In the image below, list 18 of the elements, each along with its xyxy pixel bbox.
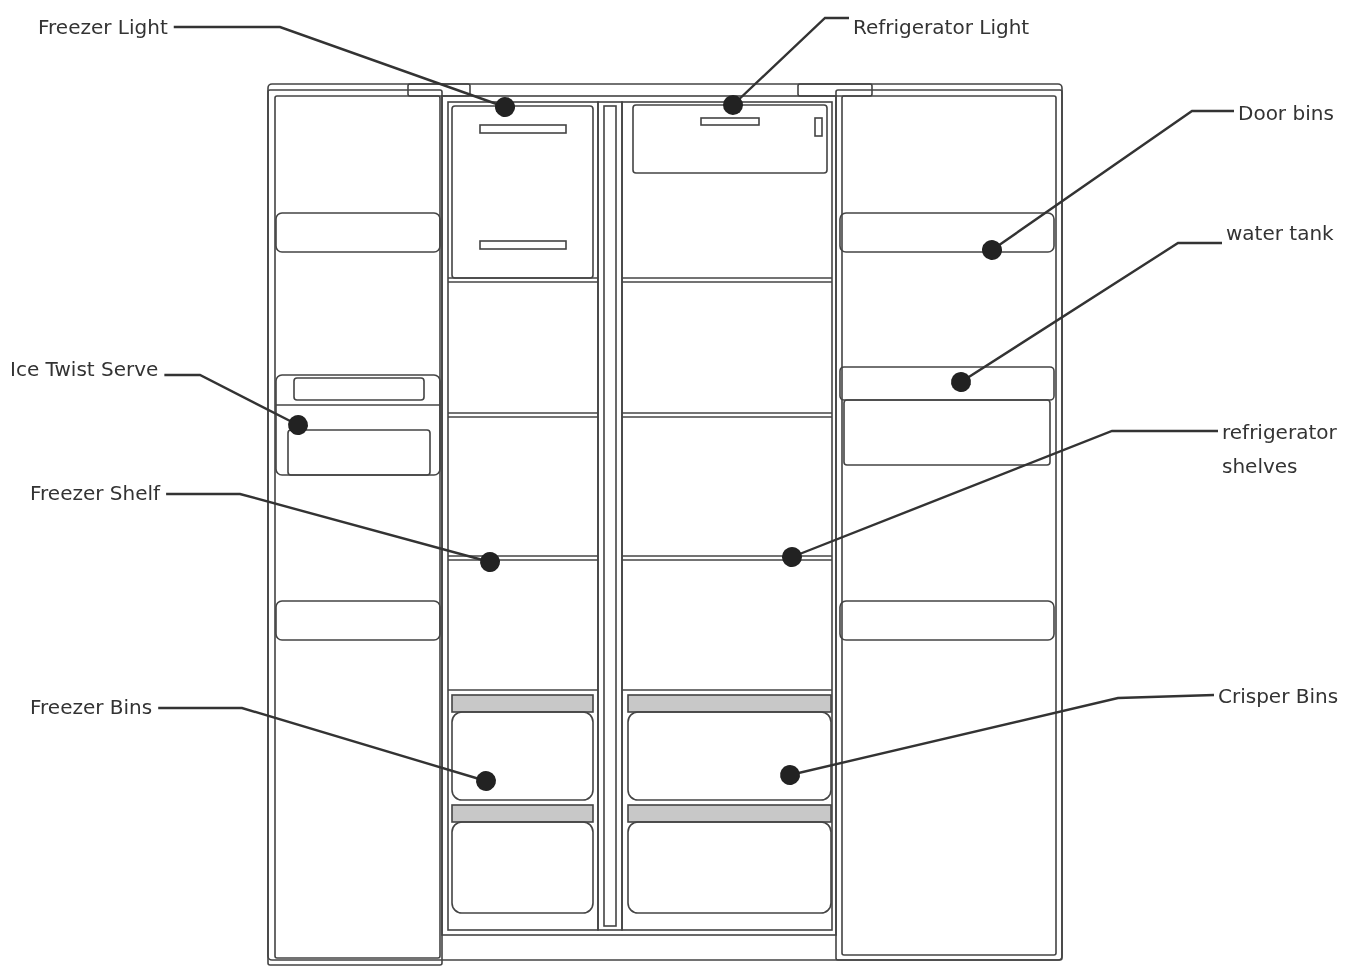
leader-line bbox=[723, 16, 849, 115]
leader-line bbox=[782, 429, 1218, 567]
callout-label: water tank bbox=[1226, 216, 1334, 250]
callout-label: Freezer Bins bbox=[30, 690, 153, 724]
callout-label: Refrigerator Light bbox=[853, 10, 1030, 44]
callout-label: Ice Twist Serve bbox=[10, 352, 159, 386]
leader-line bbox=[173, 25, 515, 117]
callout-label: refrigerator shelves bbox=[1222, 415, 1352, 483]
leader-line bbox=[166, 492, 500, 572]
leader-line bbox=[780, 693, 1215, 785]
callout-label: Door bins bbox=[1238, 96, 1334, 130]
callout-label: Freezer Shelf bbox=[30, 476, 161, 510]
leader-line bbox=[158, 706, 496, 791]
leader-line bbox=[164, 373, 308, 435]
leader-line bbox=[982, 109, 1234, 260]
leader-line bbox=[951, 241, 1222, 392]
callout-label: Crisper Bins bbox=[1218, 679, 1339, 713]
callout-label: Freezer Light bbox=[38, 10, 168, 44]
